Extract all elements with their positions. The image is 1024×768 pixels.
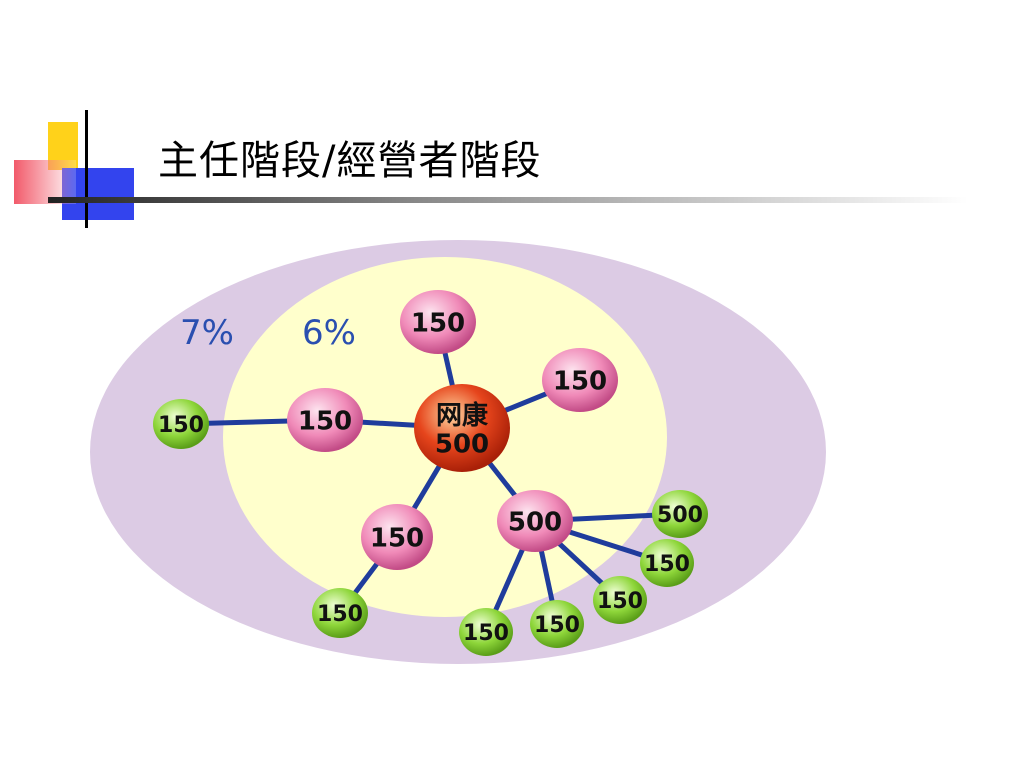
node-g-r1: 500 xyxy=(652,490,708,538)
deco-square-red xyxy=(14,160,76,204)
node-g-r3: 150 xyxy=(593,576,647,624)
node-g-r4-bubble xyxy=(530,600,584,648)
title-underline xyxy=(48,197,968,203)
node-g-r4: 150 xyxy=(530,600,584,648)
node-p-lower-left-bubble xyxy=(361,504,433,570)
node-p-top: 150 xyxy=(400,290,476,354)
node-g-r3-label: 150 xyxy=(597,589,643,614)
node-p-lower-left-label: 150 xyxy=(370,523,424,553)
node-g-r3-bubble xyxy=(593,576,647,624)
node-g-r5-label: 150 xyxy=(463,621,509,646)
node-p-left-bubble xyxy=(287,388,363,452)
node-p-upper-right-bubble xyxy=(542,348,618,412)
node-g-r2: 150 xyxy=(640,539,694,587)
node-p-lower-right-label: 500 xyxy=(508,507,562,537)
node-p-left-label: 150 xyxy=(298,406,352,436)
node-g-r2-bubble xyxy=(640,539,694,587)
node-g-bottom-left-label: 150 xyxy=(317,602,363,627)
deco-vertical-line xyxy=(85,110,88,228)
node-p-top-label: 150 xyxy=(411,308,465,338)
node-center-label-1: 网康 xyxy=(436,400,489,431)
node-p-left: 150 xyxy=(287,388,363,452)
node-p-lower-right-bubble xyxy=(497,490,573,552)
node-p-lower-left: 150 xyxy=(361,504,433,570)
node-p-lower-right: 500 xyxy=(497,490,573,552)
node-g-bottom-left: 150 xyxy=(312,588,368,638)
node-layer: 150150150150500150150500150150150150网康50… xyxy=(153,290,708,656)
node-center-bubble xyxy=(414,384,510,472)
node-g-r2-label: 150 xyxy=(644,552,690,577)
node-g-bottom-left-bubble xyxy=(312,588,368,638)
node-p-top-bubble xyxy=(400,290,476,354)
node-g-r4-label: 150 xyxy=(534,613,580,638)
node-g-far-left-label: 150 xyxy=(158,413,204,438)
outer-percent-label: 7% xyxy=(180,313,234,353)
node-p-upper-right-label: 150 xyxy=(553,366,607,396)
node-g-r1-bubble xyxy=(652,490,708,538)
inner-percent-label: 6% xyxy=(302,313,356,353)
node-p-upper-right: 150 xyxy=(542,348,618,412)
node-g-r1-label: 500 xyxy=(657,503,703,528)
node-g-r5-bubble xyxy=(459,608,513,656)
slide-title: 主任階段/經營者階段 xyxy=(158,138,542,184)
node-g-far-left: 150 xyxy=(153,399,209,449)
node-g-far-left-bubble xyxy=(153,399,209,449)
node-g-r5: 150 xyxy=(459,608,513,656)
node-center-label-2: 500 xyxy=(435,430,489,460)
